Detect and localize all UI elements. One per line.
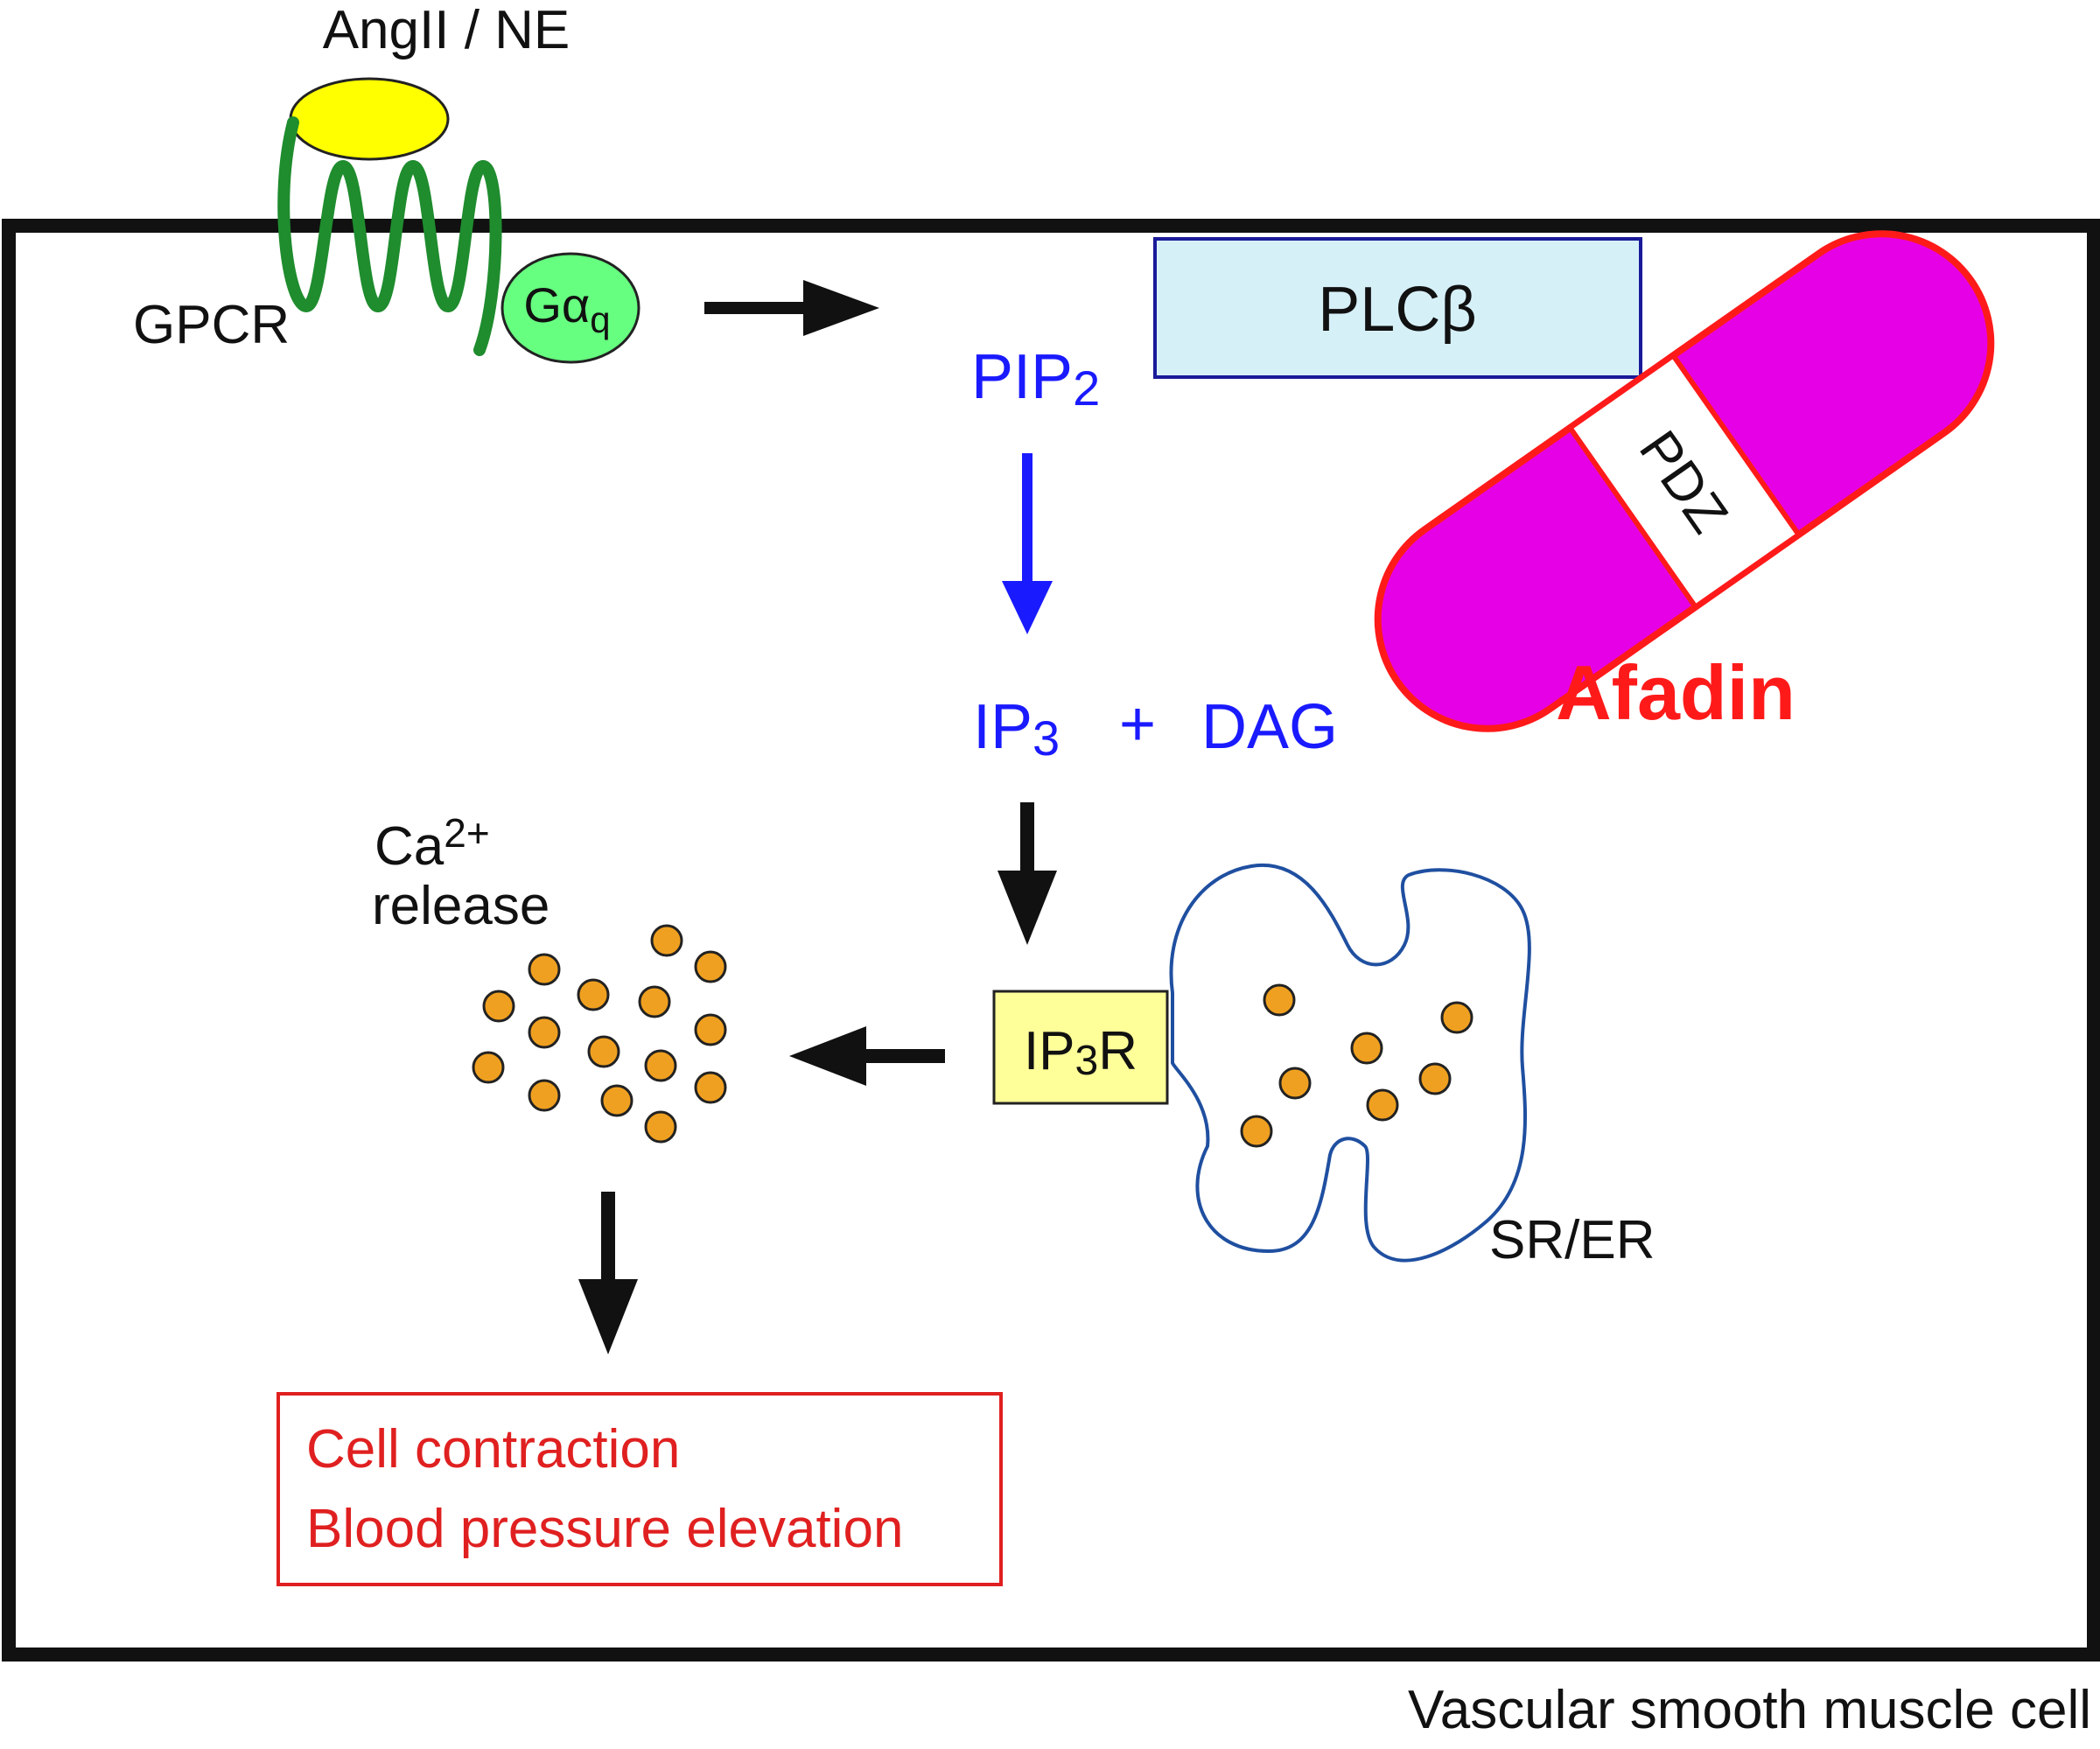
pip2-label: PIP2	[971, 342, 1100, 416]
arrow-gq-to-plc	[704, 280, 879, 336]
er-calcium-ion	[1418, 1062, 1452, 1095]
sr-er-label: SR/ER	[1489, 1210, 1655, 1270]
arrow-calcium-to-outcome	[578, 1192, 638, 1354]
plus-sign: +	[1119, 689, 1156, 759]
dag-label: DAG	[1201, 692, 1338, 762]
released-calcium-ion	[644, 1049, 677, 1082]
ligand-label: AngII / NE	[323, 0, 570, 60]
released-calcium-ion	[587, 1035, 620, 1068]
released-calcium-cluster	[472, 924, 727, 1144]
ligand-ellipse	[289, 77, 450, 161]
ip3r-label: IP3R	[1024, 1021, 1138, 1084]
arrow-ip3r-to-calcium-release	[789, 1026, 945, 1086]
er-calcium-ion	[1278, 1067, 1312, 1100]
afadin-protein: PDZ	[1374, 230, 1995, 732]
outcome-box	[276, 1392, 1003, 1586]
plc-beta-box	[1153, 237, 1642, 379]
arrow-ip3-to-ip3r	[998, 802, 1057, 945]
calcium-release-label: release	[372, 876, 550, 936]
released-calcium-ion	[577, 978, 610, 1011]
arrow-pip2-to-ip3-dag	[1002, 453, 1053, 634]
calcium-label: Ca2+	[374, 810, 490, 877]
cell-membrane-box	[2, 219, 2100, 1662]
galpha-q-label: Gαq	[523, 277, 610, 340]
released-calcium-ion	[694, 950, 727, 983]
er-calcium-ion	[1263, 983, 1296, 1017]
pdz-domain-box	[1566, 352, 1802, 611]
released-calcium-ion	[638, 985, 671, 1018]
ip3-label: IP3	[973, 692, 1060, 766]
sr-er-organelle	[1169, 863, 1531, 1263]
released-calcium-ion	[600, 1084, 634, 1117]
er-calcium-ion	[1240, 1115, 1273, 1148]
released-calcium-ion	[694, 1071, 727, 1104]
released-calcium-ion	[650, 924, 683, 957]
released-calcium-ion	[472, 1051, 505, 1084]
er-calcium-stores	[1240, 983, 1474, 1148]
gpcr-receptor	[277, 116, 502, 356]
released-calcium-ion	[528, 1079, 561, 1112]
er-calcium-ion	[1440, 1001, 1474, 1034]
outcome-blood-pressure: Blood pressure elevation	[306, 1499, 903, 1559]
outcome-cell-contraction: Cell contraction	[306, 1419, 680, 1480]
gpcr-label: GPCR	[133, 295, 290, 355]
released-calcium-ion	[482, 990, 515, 1023]
galpha-q-protein	[500, 252, 640, 364]
er-calcium-ion	[1366, 1088, 1399, 1122]
released-calcium-ion	[528, 953, 561, 986]
plc-beta-label: PLCβ	[1318, 275, 1476, 345]
cell-type-label: Vascular smooth muscle cell	[1408, 1680, 2091, 1740]
released-calcium-ion	[694, 1013, 727, 1046]
released-calcium-ion	[528, 1016, 561, 1049]
afadin-label: Afadin	[1556, 649, 1796, 736]
er-calcium-ion	[1350, 1032, 1383, 1065]
ip3r-channel-box	[992, 990, 1169, 1105]
released-calcium-ion	[644, 1110, 677, 1144]
